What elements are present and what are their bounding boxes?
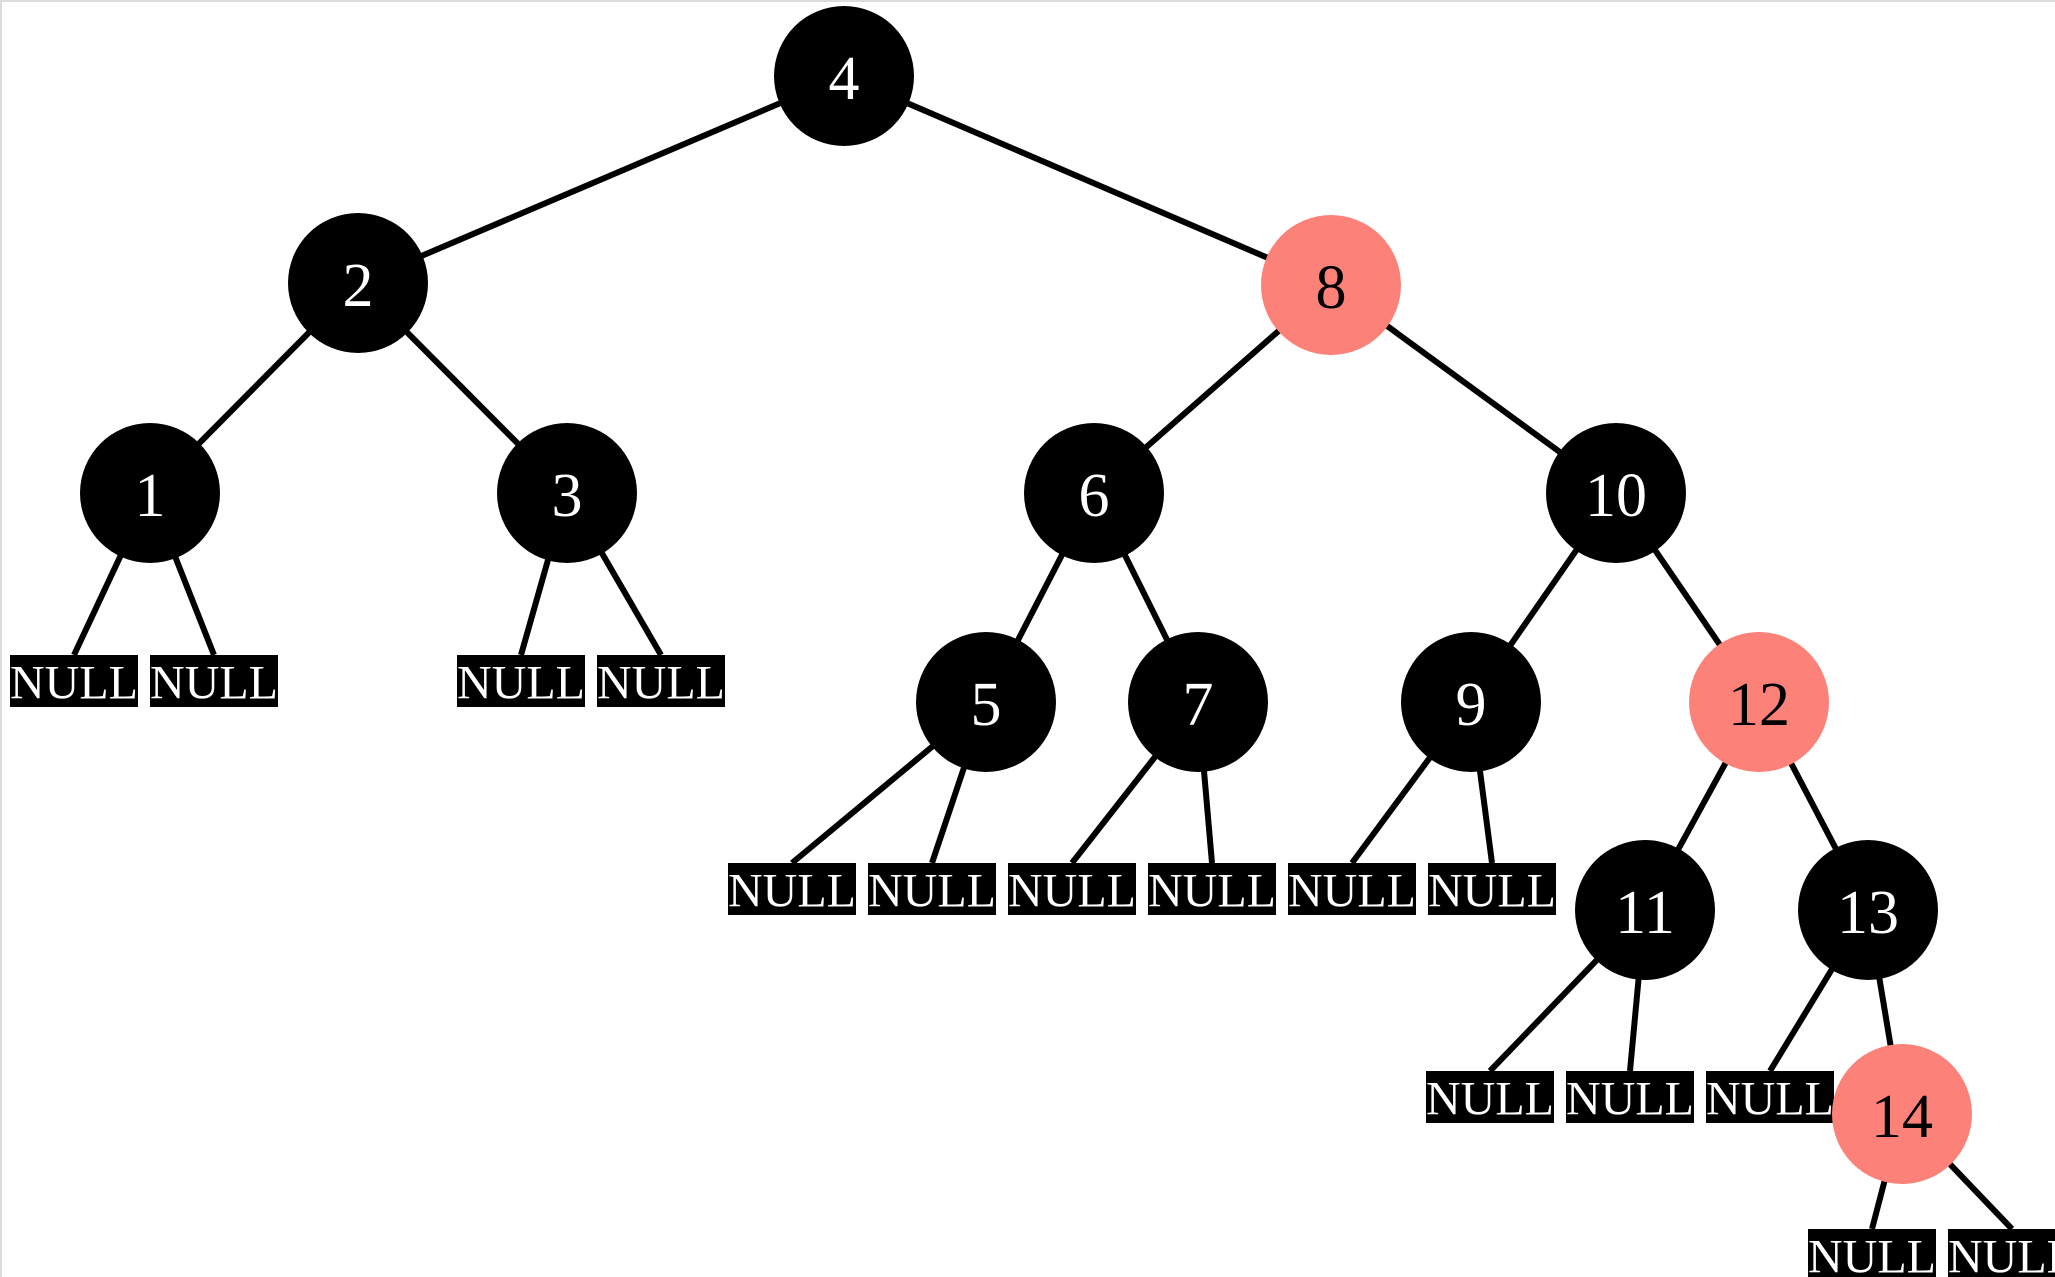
tree-node-4[interactable]: 4 <box>774 6 914 146</box>
null-leaf: NULL <box>1706 1071 1834 1126</box>
null-leaf: NULL <box>1426 1071 1554 1126</box>
null-leaf-box <box>1426 1071 1554 1123</box>
tree-edge <box>842 73 1333 288</box>
null-leaf: NULL <box>1288 863 1416 918</box>
tree-node-6[interactable]: 6 <box>1024 423 1164 563</box>
tree-node-label: 11 <box>1615 879 1675 947</box>
tree-node-2[interactable]: 2 <box>288 213 428 353</box>
null-leaf-label: NULL <box>1428 865 1556 918</box>
red-node-circle[interactable] <box>1832 1044 1972 1184</box>
black-node-circle[interactable] <box>774 6 914 146</box>
null-leaf-box <box>1948 1229 2055 1277</box>
null-leaf-box <box>150 655 278 707</box>
null-leaf: NULL <box>597 655 725 710</box>
null-leaf-box <box>868 863 996 915</box>
black-node-circle[interactable] <box>80 423 220 563</box>
null-leaf-label: NULL <box>1808 1231 1936 1277</box>
null-leaf-box <box>728 863 856 915</box>
tree-node-10[interactable]: 10 <box>1546 423 1686 563</box>
tree-node-label: 7 <box>1183 671 1214 739</box>
tree-node-7[interactable]: 7 <box>1128 632 1268 772</box>
null-leaf-label: NULL <box>1426 1073 1554 1126</box>
null-leaf-label: NULL <box>150 657 278 710</box>
tree-node-label: 9 <box>1456 671 1487 739</box>
null-leaf-label: NULL <box>1566 1073 1694 1126</box>
tree-node-label: 13 <box>1837 879 1899 947</box>
tree-node-9[interactable]: 9 <box>1401 632 1541 772</box>
null-leaf: NULL <box>1566 1071 1694 1126</box>
null-leaf-box <box>1706 1071 1834 1123</box>
black-node-circle[interactable] <box>1575 840 1715 980</box>
red-node-circle[interactable] <box>1261 215 1401 355</box>
tree-node-11[interactable]: 11 <box>1575 840 1715 980</box>
tree-node-14[interactable]: 14 <box>1832 1044 1972 1184</box>
tree-node-label: 8 <box>1316 254 1347 322</box>
null-leaf-box <box>1288 863 1416 915</box>
tree-node-label: 12 <box>1728 671 1790 739</box>
tree-node-12[interactable]: 12 <box>1689 632 1829 772</box>
null-leaf-label: NULL <box>728 865 856 918</box>
tree-node-label: 5 <box>971 671 1002 739</box>
null-leaf-box <box>1428 863 1556 915</box>
tree-node-label: 3 <box>552 462 583 530</box>
tree-node-8[interactable]: 8 <box>1261 215 1401 355</box>
null-leaf-box <box>457 655 585 707</box>
tree-node-5[interactable]: 5 <box>916 632 1056 772</box>
null-leaf-label: NULL <box>10 657 138 710</box>
null-leaf: NULL <box>728 863 856 918</box>
black-node-circle[interactable] <box>1024 423 1164 563</box>
tree-node-label: 14 <box>1871 1083 1933 1151</box>
tree-edge <box>356 73 846 286</box>
null-leaf: NULL <box>150 655 278 710</box>
null-leaf: NULL <box>1148 863 1276 918</box>
null-leaf-box <box>1148 863 1276 915</box>
null-leaf: NULL <box>1808 1229 1936 1277</box>
null-leaf-label: NULL <box>597 657 725 710</box>
tree-node-3[interactable]: 3 <box>497 423 637 563</box>
null-leaf-label: NULL <box>1008 865 1136 918</box>
null-leaf-label: NULL <box>1148 865 1276 918</box>
tree-node-label: 2 <box>343 252 374 320</box>
null-leaf-label: NULL <box>457 657 585 710</box>
tree-node-label: 1 <box>135 462 166 530</box>
black-node-circle[interactable] <box>1128 632 1268 772</box>
null-leaf: NULL <box>1428 863 1556 918</box>
null-leaf: NULL <box>457 655 585 710</box>
black-node-circle[interactable] <box>916 632 1056 772</box>
red-node-circle[interactable] <box>1689 632 1829 772</box>
black-node-circle[interactable] <box>288 213 428 353</box>
tree-node-label: 10 <box>1585 462 1647 530</box>
null-leaf-label: NULL <box>1288 865 1416 918</box>
black-node-circle[interactable] <box>1798 840 1938 980</box>
null-leaf-box <box>1008 863 1136 915</box>
null-leaf-box <box>1808 1229 1936 1277</box>
null-leaf-box <box>1566 1071 1694 1123</box>
null-leaf: NULL <box>1008 863 1136 918</box>
null-leaf: NULL <box>868 863 996 918</box>
black-node-circle[interactable] <box>497 423 637 563</box>
null-leaf-label: NULL <box>1706 1073 1834 1126</box>
tree-node-1[interactable]: 1 <box>80 423 220 563</box>
null-leaf: NULL <box>1948 1229 2055 1277</box>
black-node-circle[interactable] <box>1546 423 1686 563</box>
tree-node-13[interactable]: 13 <box>1798 840 1938 980</box>
null-leaf-box <box>10 655 138 707</box>
tree-node-label: 4 <box>829 45 860 113</box>
null-leaf-label: NULL <box>868 865 996 918</box>
null-leaf: NULL <box>10 655 138 710</box>
null-leaf-label: NULL <box>1948 1231 2055 1277</box>
tree-node-label: 6 <box>1079 462 1110 530</box>
null-leaf-box <box>597 655 725 707</box>
black-node-circle[interactable] <box>1401 632 1541 772</box>
